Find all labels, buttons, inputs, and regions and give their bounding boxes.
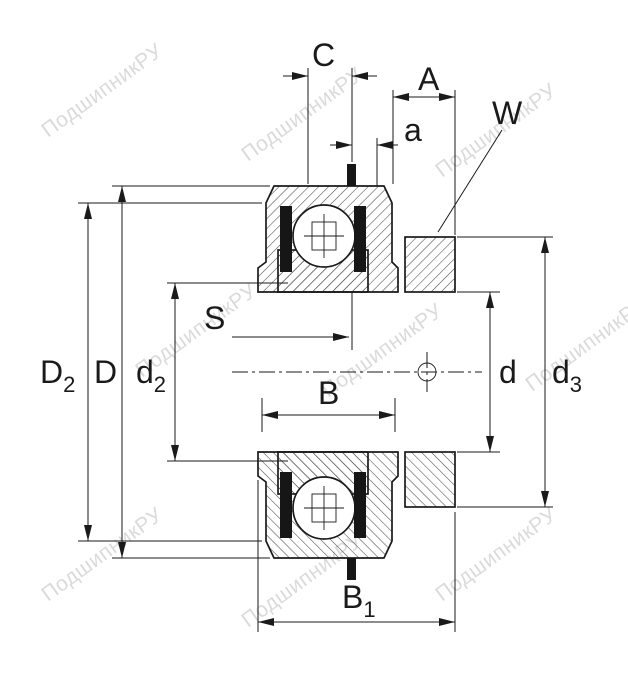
watermark: ПодшипникРУ bbox=[37, 503, 167, 606]
dimension-W: W bbox=[437, 95, 523, 233]
dimension-d2: d2 bbox=[136, 282, 288, 462]
dim-label-D2: D2 bbox=[40, 354, 75, 397]
dim-label-C: C bbox=[312, 37, 335, 73]
dim-label-D: D bbox=[94, 354, 117, 390]
watermark: ПодшипникРУ bbox=[37, 39, 167, 142]
bearing-top-half bbox=[257, 163, 456, 293]
dimension-a: a bbox=[330, 112, 422, 186]
dim-label-B: B bbox=[318, 375, 339, 411]
dimension-D2: D2 bbox=[40, 202, 262, 542]
dimension-A: A bbox=[392, 61, 456, 235]
dimension-S: S bbox=[204, 292, 353, 350]
dim-label-a: a bbox=[404, 112, 422, 148]
dim-label-d: d bbox=[499, 354, 517, 390]
dimension-d3: d3 bbox=[457, 236, 582, 508]
watermark: ПодшипникРУ bbox=[237, 63, 367, 166]
dim-label-B1: B1 bbox=[342, 579, 376, 622]
dim-label-d3: d3 bbox=[552, 354, 582, 397]
dimension-C: C bbox=[283, 37, 377, 184]
dimension-B: B bbox=[261, 375, 396, 432]
dim-label-W: W bbox=[492, 95, 523, 131]
dimension-B1: B1 bbox=[257, 480, 456, 632]
dimension-d: d bbox=[457, 291, 517, 453]
watermark: ПодшипникРУ bbox=[431, 503, 561, 606]
dimension-D: D bbox=[94, 185, 270, 559]
dim-label-S: S bbox=[204, 300, 225, 336]
dim-label-A: A bbox=[418, 61, 440, 97]
dim-label-d2: d2 bbox=[136, 354, 166, 397]
bearing-bottom-half bbox=[257, 451, 456, 581]
leader-line-W bbox=[437, 129, 503, 233]
